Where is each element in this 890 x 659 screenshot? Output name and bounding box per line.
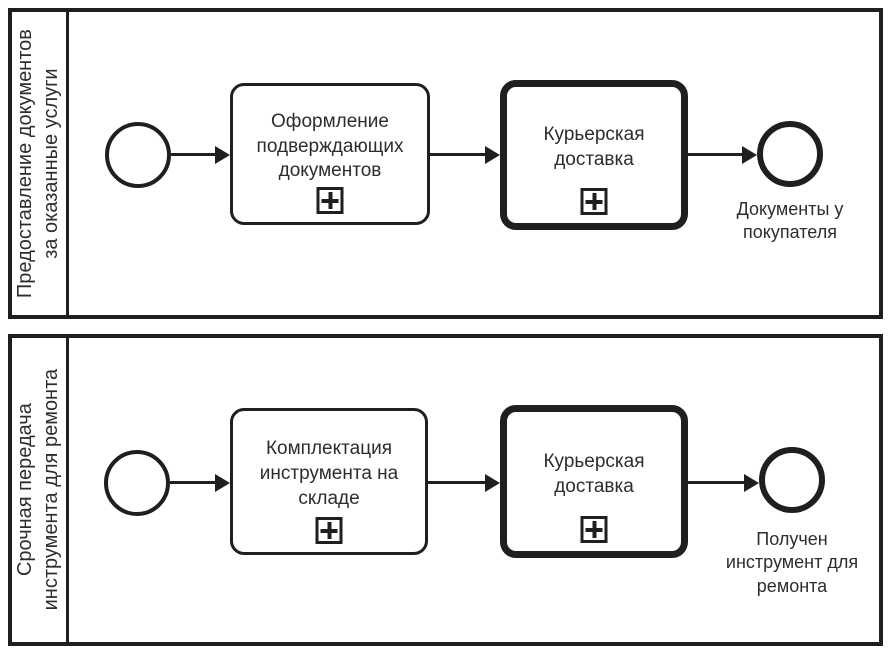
end-event — [759, 447, 825, 513]
start-event — [104, 450, 170, 516]
pool-label-line2: инструмента для ремонта — [40, 369, 63, 611]
subprocess-plus-icon — [580, 188, 608, 215]
arrowhead-icon — [215, 145, 230, 164]
arrowhead-icon — [485, 473, 500, 492]
pool-label-line2: за оказанные услуги — [40, 68, 63, 259]
subprocess-plus-icon — [580, 516, 608, 543]
task-assemble-tools-at-warehouse: Комплектация инструмента на складе — [230, 408, 428, 555]
pool-label-band: Предоставление документов за оказанные у… — [12, 12, 69, 315]
pool-label-line1: Срочная передача — [14, 403, 37, 577]
sequence-flow — [428, 473, 500, 492]
arrowhead-icon — [485, 145, 500, 164]
call-activity-courier-delivery: Курьерская доставка — [500, 80, 688, 230]
pool-label: Срочная передача инструмента для ремонта — [13, 369, 64, 611]
pool-urgent-tool-transfer: Срочная передача инструмента для ремонта… — [8, 334, 883, 646]
pool-documents-for-services: Предоставление документов за оказанные у… — [8, 8, 883, 319]
arrowhead-icon — [742, 145, 757, 164]
end-event-label: Документы у покупателя — [736, 199, 844, 243]
subprocess-plus-icon — [316, 187, 344, 214]
task-label: Курьерская доставка — [543, 450, 645, 497]
task-label: Комплектация инструмента на складе — [259, 438, 399, 509]
pool-label-line1: Предоставление документов — [14, 28, 37, 299]
arrowhead-icon — [215, 473, 230, 492]
sequence-flow — [170, 473, 230, 492]
task-prepare-confirming-documents: Оформление подверждающих документов — [230, 83, 430, 225]
end-event — [757, 121, 823, 187]
start-event — [105, 122, 171, 188]
sequence-flow — [430, 145, 500, 164]
pool-label: Предоставление документов за оказанные у… — [13, 29, 64, 298]
task-label: Курьерская доставка — [543, 124, 645, 170]
sequence-flow — [171, 145, 230, 164]
task-label: Оформление подверждающих документов — [256, 110, 404, 182]
sequence-flow — [688, 473, 759, 492]
end-event-label: Получен инструмент для ремонта — [725, 529, 859, 596]
sequence-flow — [688, 145, 757, 164]
subprocess-plus-icon — [315, 517, 343, 544]
call-activity-courier-delivery: Курьерская доставка — [500, 405, 688, 558]
pool-label-band: Срочная передача инструмента для ремонта — [12, 338, 69, 642]
arrowhead-icon — [744, 473, 759, 492]
